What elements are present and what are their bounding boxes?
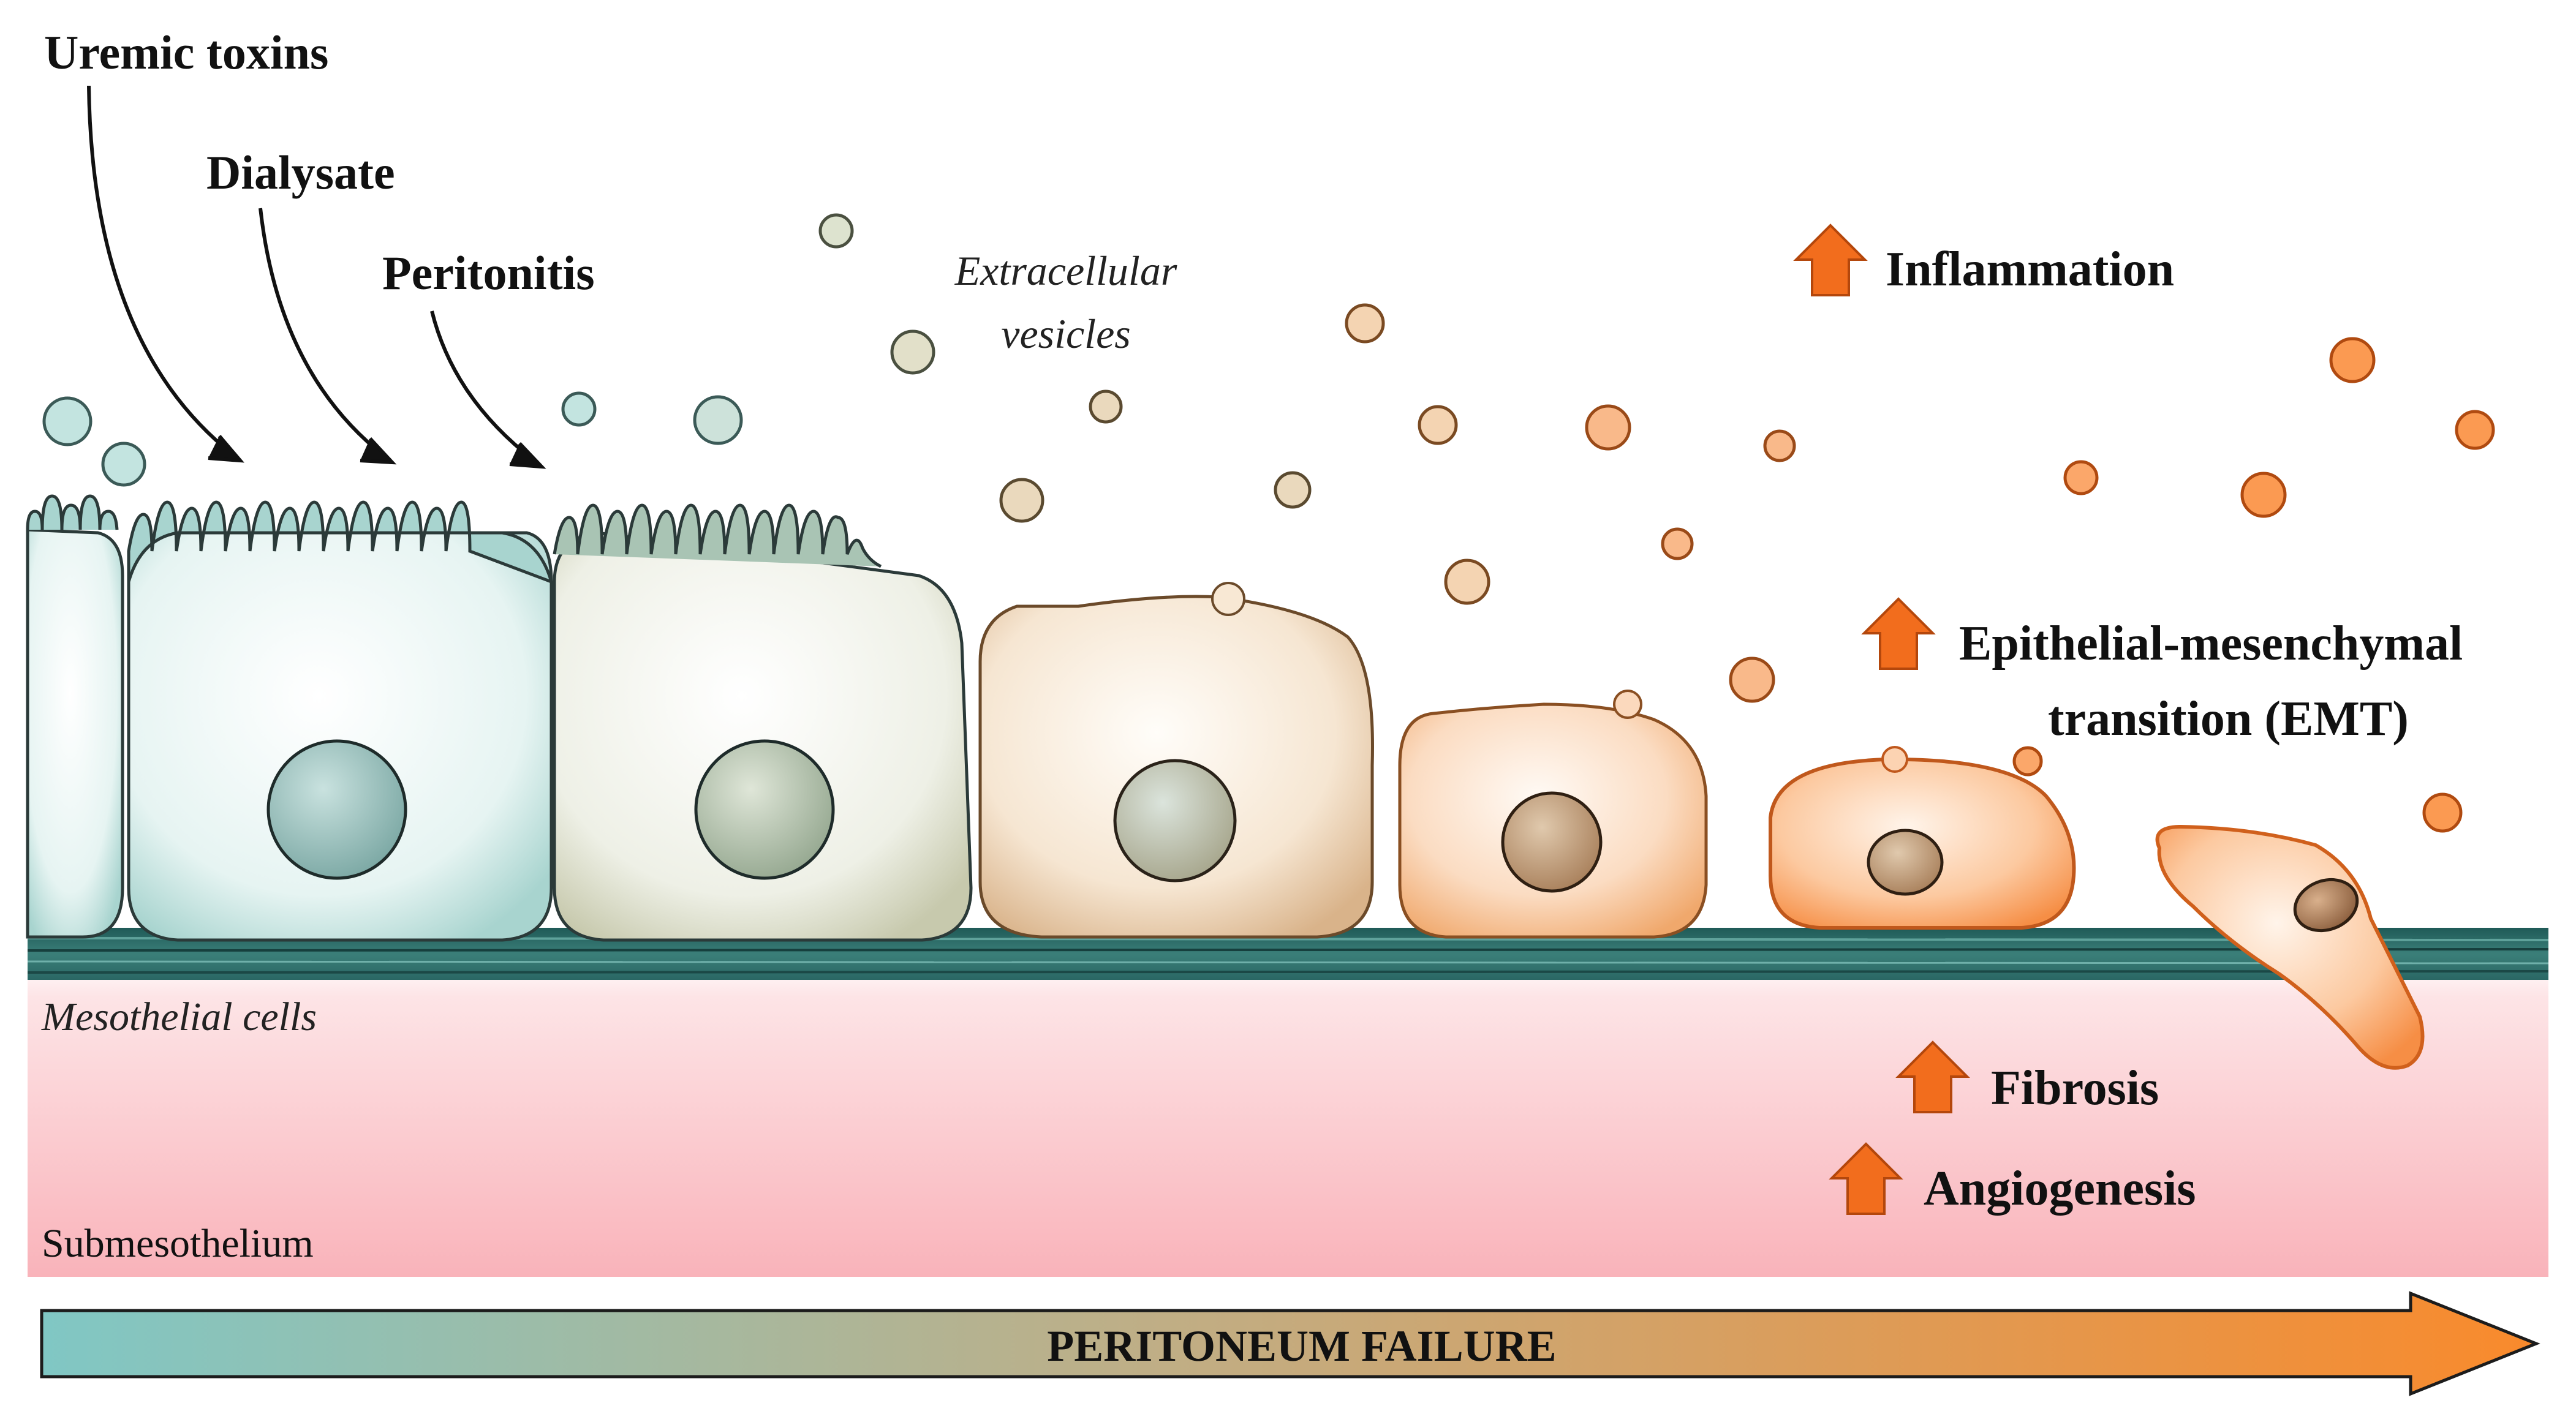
vesicle (1089, 389, 1123, 424)
vesicle (2455, 410, 2495, 450)
stressor-label-peritonitis: Peritonitis (382, 246, 595, 299)
vesicle (1345, 303, 1385, 344)
layer-label-mesothelial-cells: Mesothelial cells (41, 995, 317, 1039)
vesicle (2063, 460, 2099, 495)
stressor-label-uremic-toxins: Uremic toxins (44, 26, 328, 79)
vesicle (693, 395, 743, 445)
uremic-toxins-arrow (87, 85, 234, 456)
outcome-label-inflammation: Inflammation (1886, 243, 2174, 296)
vesicle (1661, 527, 1694, 560)
vesicle (2240, 472, 2287, 518)
vesicle (101, 442, 146, 487)
mesothelial-cell-early-transition (553, 503, 973, 942)
vesicle (1418, 405, 1458, 445)
vesicles-label-line2: vesicles (1001, 310, 1130, 357)
peritonitis-arrow (430, 310, 535, 462)
vesicle (818, 213, 854, 249)
outcome-label-fibrosis: Fibrosis (1991, 1061, 2159, 1115)
vesicle (2422, 792, 2463, 833)
vesicle (1585, 404, 1631, 451)
peritoneum-failure-progress-arrow: PERITONEUM FAILURE (40, 1291, 2540, 1396)
mesothelial-cell-late-transition (1398, 690, 1708, 939)
stressor-label-dialysate: Dialysate (206, 146, 395, 199)
inflammation-up-arrow-icon (1793, 224, 1868, 296)
stressor-arrows (87, 85, 546, 469)
up-arrow-icons (1793, 224, 1970, 1215)
outcome-label-emt-line1: Epithelial-mesenchymal (1959, 617, 2463, 671)
mesenchymal-cell-migrating (2155, 824, 2425, 1070)
extracellular-vesicles (42, 213, 2495, 833)
vesicle (561, 391, 597, 427)
vesicle (890, 329, 935, 375)
vesicles-label-line1: Extracellular (954, 247, 1177, 294)
fibrosis-up-arrow-icon (1895, 1040, 1970, 1113)
vesicle (1729, 656, 1775, 703)
outcome-label-emt-line2: transition (EMT) (2048, 692, 2409, 746)
submesothelium-layer (28, 958, 2548, 1277)
vesicle (1274, 471, 1312, 509)
vesicle (1763, 429, 1796, 462)
vesicle (1444, 559, 1490, 605)
emt-up-arrow-icon (1861, 597, 1936, 670)
mesothelial-cell-flattened (1769, 746, 2076, 930)
progress-label: PERITONEUM FAILURE (1047, 1322, 1556, 1371)
vesicle (2012, 746, 2043, 777)
vesicle (42, 396, 93, 446)
angiogenesis-up-arrow-icon (1829, 1142, 1903, 1215)
layer-label-submesothelium: Submesothelium (42, 1221, 314, 1266)
mesothelial-cell-healthy (127, 500, 554, 942)
mesothelial-cell-mid-transition (978, 582, 1374, 939)
mesothelial-cell-partial (26, 494, 124, 939)
dialysate-arrow (259, 208, 386, 458)
vesicle (2329, 337, 2376, 383)
outcome-label-angiogenesis: Angiogenesis (1924, 1162, 2196, 1216)
vesicle (999, 478, 1044, 523)
